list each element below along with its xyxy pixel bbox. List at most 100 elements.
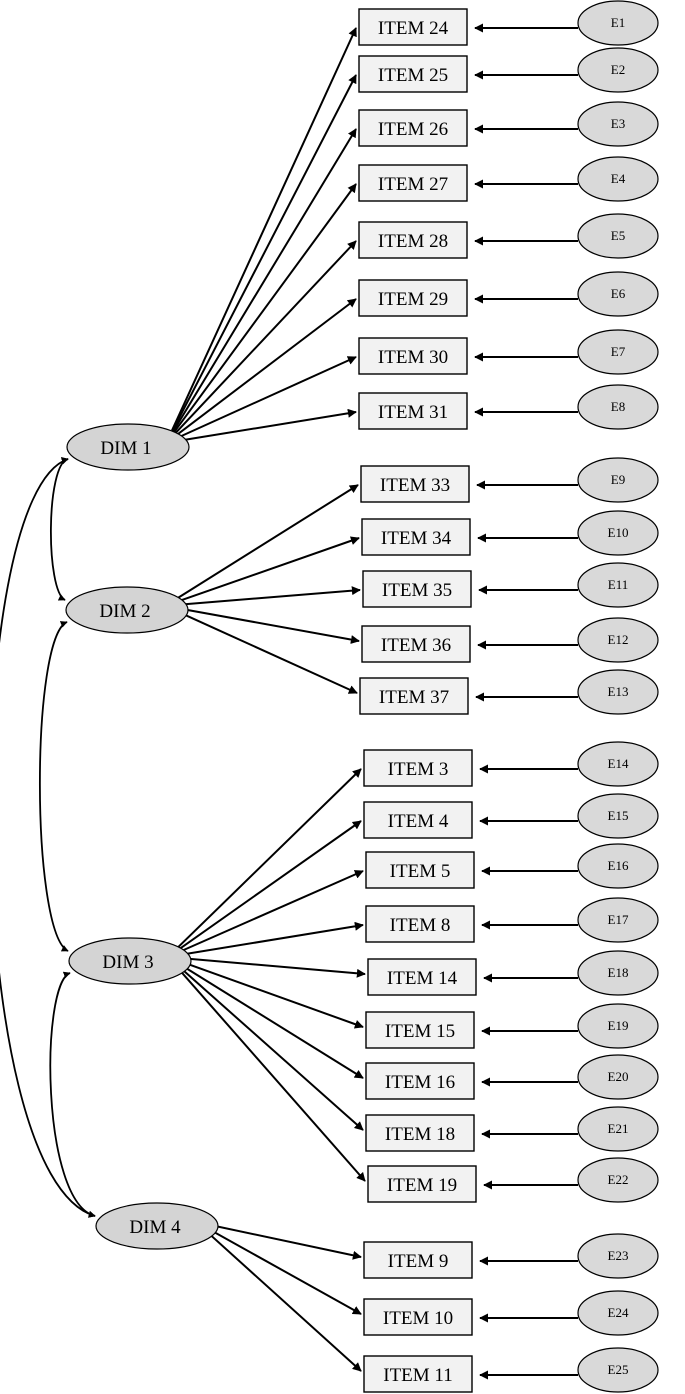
loading-arrow (170, 484, 359, 604)
loading-arrow (173, 956, 366, 978)
item-label: ITEM 4 (388, 811, 449, 832)
loading-arrow (170, 607, 358, 694)
item-label: ITEM 34 (381, 528, 452, 549)
item-label: ITEM 35 (382, 580, 452, 601)
error-node: E20 (577, 1054, 659, 1100)
error-ellipse (577, 329, 659, 375)
error-label: E9 (611, 472, 625, 487)
error-ellipse (577, 101, 659, 147)
item-node: ITEM 15 (365, 1011, 475, 1049)
error-ellipse (577, 950, 659, 996)
error-ellipse (577, 271, 659, 317)
error-label: E17 (608, 912, 629, 927)
loading-arrow (200, 1223, 362, 1315)
item-box (358, 55, 468, 93)
error-node: E14 (577, 741, 659, 787)
error-node: E4 (577, 156, 659, 202)
item-node: ITEM 27 (358, 164, 468, 202)
dimension-correlations (0, 457, 96, 1218)
error-node: E23 (577, 1233, 659, 1279)
item-box (363, 1355, 473, 1393)
error-ellipse (577, 669, 659, 715)
loading-arrow (171, 408, 357, 443)
loading-arrow (173, 959, 364, 1079)
item-box (365, 1062, 475, 1100)
error-ellipse (577, 793, 659, 839)
loading-arrow (173, 961, 364, 1131)
item-box (363, 1241, 473, 1279)
item-box (358, 109, 468, 147)
dimension-label: DIM 3 (102, 952, 153, 973)
dimension-label: DIM 2 (99, 601, 150, 622)
item-label: ITEM 8 (390, 915, 451, 936)
error-ellipse (577, 0, 659, 46)
item-node: ITEM 24 (358, 8, 468, 46)
error-node: E11 (577, 562, 659, 608)
dimension-ellipse (95, 1202, 219, 1250)
item-label: ITEM 15 (385, 1021, 455, 1042)
item-box (358, 221, 468, 259)
error-label: E22 (608, 1172, 629, 1187)
error-paths (474, 23, 578, 1380)
error-ellipse (577, 1003, 659, 1049)
error-ellipse (577, 1347, 659, 1393)
error-label: E14 (608, 756, 629, 771)
dimension-label: DIM 1 (100, 438, 151, 459)
error-label: E15 (608, 808, 629, 823)
item-label: ITEM 26 (378, 119, 448, 140)
error-label: E8 (611, 399, 625, 414)
error-label: E4 (611, 171, 626, 186)
item-label: ITEM 27 (378, 174, 448, 195)
error-node: E6 (577, 271, 659, 317)
item-label: ITEM 9 (388, 1251, 449, 1272)
error-label: E3 (611, 116, 625, 131)
item-node: ITEM 10 (363, 1298, 473, 1336)
error-ellipse (577, 617, 659, 663)
error-label: E5 (611, 228, 625, 243)
loading-arrow (173, 958, 364, 1029)
error-node: E2 (577, 47, 659, 93)
loading-arrow (171, 298, 357, 440)
error-label: E7 (611, 344, 626, 359)
loading-arrow (171, 356, 357, 442)
error-label: E21 (608, 1121, 629, 1136)
item-box (365, 1114, 475, 1152)
item-label: ITEM 25 (378, 65, 448, 86)
item-box (361, 518, 471, 556)
item-node: ITEM 18 (365, 1114, 475, 1152)
error-label: E10 (608, 525, 629, 540)
item-node: ITEM 11 (363, 1355, 473, 1393)
correlation-d1-d2 (50, 457, 69, 601)
item-box (360, 465, 470, 503)
item-node: ITEM 19 (367, 1165, 477, 1203)
item-label: ITEM 18 (385, 1124, 455, 1145)
item-box (358, 8, 468, 46)
item-box (367, 1165, 477, 1203)
dimension-ellipse (68, 937, 192, 985)
item-box (358, 337, 468, 375)
loading-arrow (170, 606, 360, 644)
loading-arrow (200, 1222, 362, 1260)
error-ellipse (577, 384, 659, 430)
item-label: ITEM 33 (380, 475, 450, 496)
error-node: E22 (577, 1157, 659, 1203)
item-node: ITEM 4 (363, 801, 473, 839)
error-label: E13 (608, 684, 629, 699)
item-node: ITEM 9 (363, 1241, 473, 1279)
error-node: E13 (577, 669, 659, 715)
item-label: ITEM 24 (378, 18, 449, 39)
error-node: E9 (577, 457, 659, 503)
dimension-node-d4: DIM 4 (95, 1202, 219, 1250)
loading-arrow (170, 586, 361, 607)
loading-arrow (173, 870, 364, 956)
loading-arrow (173, 820, 362, 954)
dimension-node-d1: DIM 1 (66, 423, 190, 471)
error-node: E17 (577, 897, 659, 943)
error-node: E1 (577, 0, 659, 46)
loading-arrow (170, 536, 360, 605)
item-box (365, 851, 475, 889)
item-node: ITEM 29 (358, 279, 468, 317)
error-ellipse (577, 457, 659, 503)
